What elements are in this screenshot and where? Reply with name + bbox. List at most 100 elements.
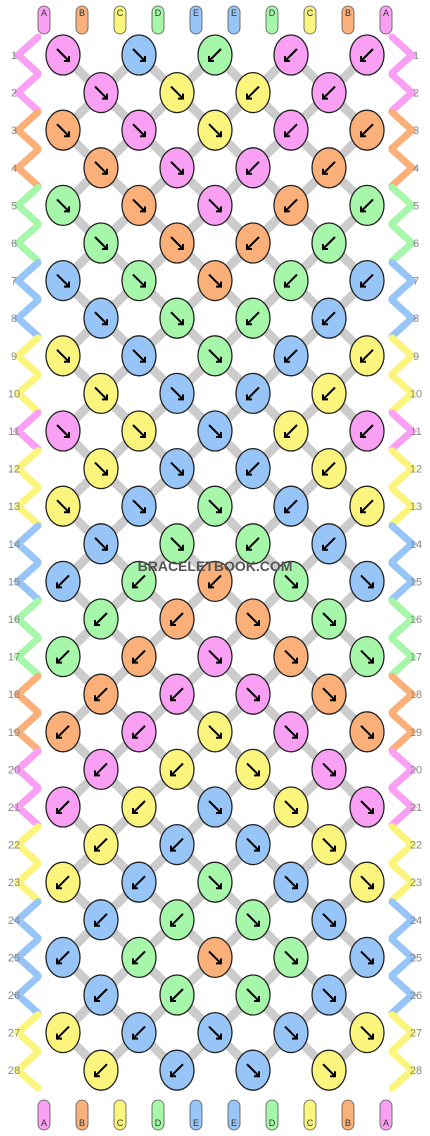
knot — [121, 861, 157, 903]
strand-label-top: D — [269, 8, 276, 18]
knot — [121, 1011, 157, 1054]
edge-strand — [388, 860, 418, 904]
row-number: 17 — [410, 652, 422, 664]
strand-label-bottom: E — [193, 1118, 199, 1128]
row-number: 13 — [8, 501, 20, 513]
arrow-icon — [94, 161, 108, 175]
arrow-icon — [170, 537, 184, 551]
knot — [83, 71, 119, 114]
knot — [197, 786, 233, 828]
knot — [45, 485, 81, 527]
edge-strand — [388, 484, 418, 528]
knot — [159, 71, 195, 114]
row-number: 2 — [413, 88, 419, 100]
arrow-icon — [94, 461, 108, 476]
knot — [311, 523, 347, 565]
arrow-icon — [360, 198, 374, 213]
row-number: 1 — [11, 50, 17, 62]
knot — [121, 711, 157, 753]
edge-strand — [12, 371, 42, 415]
edge-strand — [388, 559, 418, 603]
knot — [83, 447, 119, 490]
knot — [121, 259, 157, 302]
arrow-icon — [56, 800, 70, 814]
row-number: 4 — [413, 163, 419, 175]
row-number: 9 — [11, 351, 17, 363]
strand-tab-bottom — [227, 1099, 241, 1131]
knot — [349, 410, 385, 452]
arrow-icon — [360, 574, 374, 589]
arrow-icon — [284, 123, 298, 137]
knot — [121, 184, 157, 227]
edge-strand — [388, 935, 418, 979]
arrow-icon — [94, 687, 108, 701]
strand-tab-top — [303, 5, 317, 35]
arrow-icon — [94, 913, 108, 927]
arrow-icon — [322, 236, 336, 250]
knot — [159, 447, 195, 490]
row-number: 1 — [413, 50, 419, 62]
edge-strand — [12, 860, 42, 904]
arrow-icon — [284, 349, 298, 363]
knot — [197, 335, 233, 377]
arrow-icon — [132, 48, 146, 62]
knot — [235, 748, 271, 791]
arrow-icon — [56, 123, 70, 137]
row-number: 27 — [410, 1028, 422, 1040]
edge-strand — [12, 409, 42, 453]
arrow-icon — [246, 1063, 260, 1077]
knot — [273, 711, 309, 753]
strand-tab-top — [75, 5, 89, 35]
edge-strand — [388, 1048, 418, 1092]
strand-label-bottom: B — [79, 1118, 85, 1128]
knot — [83, 974, 119, 1016]
knot — [83, 673, 119, 715]
strand-tab-top — [151, 5, 165, 35]
arrow-icon — [56, 499, 70, 513]
knot — [273, 184, 309, 227]
strand-tab-bottom — [75, 1099, 89, 1131]
edge-strand — [388, 747, 418, 791]
row-number: 18 — [8, 689, 20, 701]
arrow-icon — [132, 123, 146, 137]
knot — [45, 410, 81, 452]
arrow-icon — [208, 273, 222, 288]
arrow-icon — [322, 612, 336, 626]
strand-tab-top — [189, 5, 203, 35]
edge-strand — [12, 672, 42, 716]
row-number: 20 — [410, 764, 422, 776]
watermark: BRACELETBOOK.COM — [138, 558, 293, 574]
arrow-icon — [208, 48, 222, 62]
knot — [235, 823, 271, 866]
arrow-icon — [132, 273, 146, 288]
knot — [121, 786, 157, 828]
strand-tab-top — [379, 5, 393, 35]
knot — [349, 259, 385, 302]
knot — [121, 485, 157, 527]
edge-strand — [12, 785, 42, 829]
knot — [273, 635, 309, 678]
knot — [45, 335, 81, 377]
row-number: 21 — [8, 802, 20, 814]
row-number: 8 — [413, 313, 419, 325]
arrow-icon — [132, 198, 146, 213]
arrow-icon — [208, 198, 222, 213]
knot — [83, 598, 119, 640]
arrow-icon — [246, 687, 260, 701]
row-number: 28 — [410, 1065, 422, 1077]
row-number: 22 — [410, 840, 422, 852]
knot — [235, 673, 271, 715]
edge-strand — [12, 146, 42, 190]
arrow-icon — [170, 85, 184, 100]
arrow-icon — [94, 236, 108, 250]
knot — [159, 222, 195, 264]
knot — [311, 147, 347, 189]
arrow-icon — [322, 461, 336, 476]
arrow-icon — [284, 875, 298, 889]
arrow-icon — [360, 349, 374, 363]
knot — [235, 523, 271, 565]
knot — [197, 861, 233, 903]
knot — [311, 222, 347, 264]
